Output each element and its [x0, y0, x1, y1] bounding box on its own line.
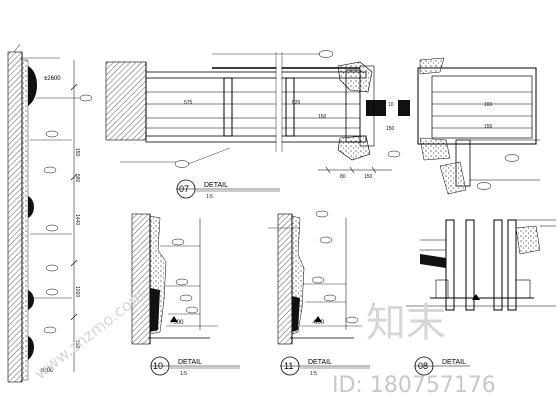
detail-07-drawing	[105, 50, 540, 195]
dim-07-f: 80	[340, 174, 346, 180]
detail-11-number: 11	[284, 361, 293, 371]
detail-10-drawing	[131, 213, 218, 345]
elevation-left-bottom: ±000	[40, 368, 54, 374]
detail-07-scale: 1:5	[206, 194, 213, 200]
detail-08-number: 08	[418, 361, 428, 371]
detail-10-scale: 1:5	[180, 371, 187, 377]
detail-11-drawing	[268, 210, 362, 345]
detail-07-number: 07	[179, 184, 189, 194]
detail-08-label: DETAIL	[442, 359, 466, 366]
elevation-d10: +000	[170, 320, 184, 326]
dim-07-a: 575	[184, 100, 193, 106]
detail-11-scale: 1:5	[310, 371, 317, 377]
dim-07-b: 620	[292, 100, 301, 106]
detail-07-title: 07 DETAIL 1:5	[176, 179, 280, 200]
detail-11-label: DETAIL	[308, 359, 332, 366]
dim-left-b: 580	[74, 174, 80, 183]
dim-07-g: 150	[364, 174, 373, 180]
left-wall-section	[7, 43, 93, 383]
watermark-site: www.znzmo.com	[31, 286, 148, 384]
detail-07-label: DETAIL	[204, 182, 228, 189]
dim-left-e: 150	[74, 340, 80, 349]
dim-left-d: 1000	[74, 286, 80, 297]
elevation-d11: -000	[312, 320, 325, 326]
detail-08-title: 08 DETAIL	[414, 356, 470, 376]
dim-left-a: 150	[74, 148, 80, 157]
dim-07-d: 10	[388, 102, 394, 108]
dim-07-c: 150	[318, 114, 327, 120]
dim-07-e: 150	[386, 126, 395, 132]
watermark-id: ID: 180757176	[332, 373, 496, 398]
dim-left-c: 1440	[74, 214, 80, 225]
detail-11-title: 11 DETAIL 1:5	[280, 356, 370, 377]
detail-10-label: DETAIL	[178, 359, 202, 366]
watermark-brand: 知末	[366, 300, 446, 346]
elevation-left-top: ±2600	[44, 76, 61, 82]
detail-10-number: 10	[153, 361, 163, 371]
dim-07-i: 150	[484, 124, 493, 130]
dim-07-h: 160	[484, 102, 493, 108]
detail-08-drawing	[406, 219, 556, 311]
detail-10-title: 10 DETAIL 1:5	[150, 356, 240, 377]
